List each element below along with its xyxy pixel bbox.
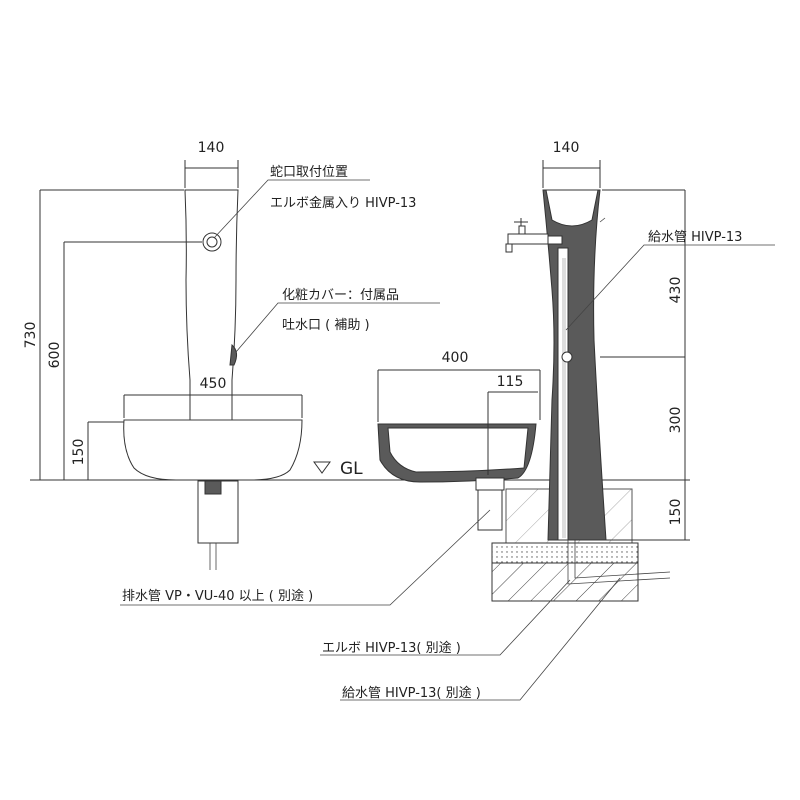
right-lower-height: 150: [668, 499, 684, 526]
right-top-cup: [545, 189, 599, 227]
label-supply-pipe: 給水管 HIVP-13: [648, 230, 742, 245]
soil-layer: [491, 562, 639, 602]
right-upper-height: 430: [668, 277, 684, 304]
label-faucet-position: 蛇口取付位置: [270, 165, 348, 180]
gravel-layer: [491, 542, 639, 564]
left-front-view: 140 730 600 450 150: [23, 140, 303, 570]
ground-level-marker-icon: [313, 461, 331, 474]
label-spout-aux: 吐水口 ( 補助 ): [282, 318, 370, 333]
ground-level-label: GL: [340, 459, 363, 479]
label-drain-pipe: 排水管 VP・VU-40 以上 ( 別途 ): [122, 588, 313, 604]
left-basin-height: 150: [71, 439, 87, 466]
left-basin-width: 450: [200, 376, 227, 392]
label-cosmetic-cover: 化粧カバー：付属品: [282, 288, 399, 303]
right-section-view: 140 400 115 430 300 150: [377, 140, 690, 602]
left-drain: [197, 480, 239, 544]
left-total-height: 730: [23, 322, 39, 349]
faucet-mount-icon: [202, 232, 222, 252]
annotations: 蛇口取付位置 エルボ金属入り HIVP-13 化粧カバー：付属品 吐水口 ( 補…: [120, 165, 775, 701]
label-elbow-metal: エルボ金属入り HIVP-13: [270, 195, 416, 211]
right-basin-width: 400: [442, 350, 469, 366]
right-top-width: 140: [553, 140, 580, 156]
left-basin: [123, 419, 303, 481]
label-elbow-separate: エルボ HIVP-13( 別途 ): [322, 640, 461, 656]
right-drain-offset: 115: [497, 374, 524, 390]
left-top-width: 140: [198, 140, 225, 156]
label-supply-separate: 給水管 HIVP-13( 別途 ): [342, 685, 481, 701]
left-faucet-height: 600: [47, 342, 63, 369]
faucet-tap-icon: [505, 218, 563, 253]
spout-aux-icon: [229, 343, 238, 366]
right-mid-height: 300: [668, 407, 684, 434]
